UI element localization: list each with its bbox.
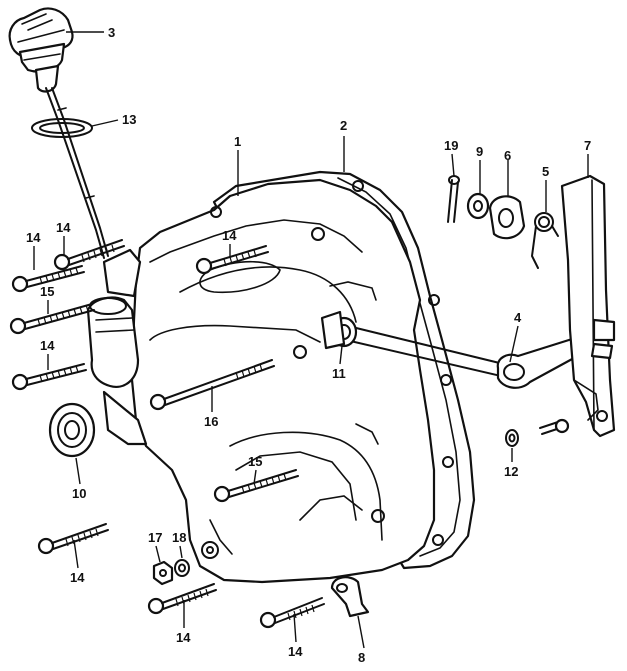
callout-11: 11 xyxy=(332,366,346,381)
callout-14f: 14 xyxy=(176,630,191,645)
cotter-pin xyxy=(447,175,460,223)
callout-2: 2 xyxy=(340,118,347,133)
bracket-bolt xyxy=(539,418,570,435)
cable-bracket xyxy=(560,174,616,438)
nut xyxy=(152,560,174,586)
callout-3: 3 xyxy=(108,25,115,40)
callout-15a: 15 xyxy=(40,284,54,299)
callout-9: 9 xyxy=(476,144,483,159)
callout-1: 1 xyxy=(234,134,241,149)
leader-lines xyxy=(33,31,589,649)
bolt xyxy=(147,583,217,615)
small-washer xyxy=(505,429,519,447)
washer xyxy=(466,192,490,220)
callout-14a: 14 xyxy=(26,230,41,245)
callout-labels: 3 13 1 2 19 9 6 5 7 14 14 14 15 14 4 11 … xyxy=(26,25,591,665)
shaft-seal xyxy=(320,310,358,350)
callout-19: 19 xyxy=(444,138,458,153)
callout-10: 10 xyxy=(72,486,86,501)
callout-14d: 14 xyxy=(40,338,55,353)
callout-14g: 14 xyxy=(288,644,303,659)
callout-7: 7 xyxy=(584,138,591,153)
bolt xyxy=(213,469,299,503)
callout-18: 18 xyxy=(172,530,186,545)
callout-14e: 14 xyxy=(70,570,85,585)
bolt xyxy=(149,359,275,411)
bolt xyxy=(53,239,125,271)
callout-14b: 14 xyxy=(56,220,71,235)
cable-clamp xyxy=(330,576,370,618)
bolt xyxy=(195,245,269,275)
callout-17: 17 xyxy=(148,530,162,545)
oil-filler-cap xyxy=(8,7,109,259)
bolt xyxy=(37,523,109,555)
callout-12: 12 xyxy=(504,464,518,479)
oil-seal xyxy=(48,402,96,458)
bolt xyxy=(11,265,85,293)
callout-5: 5 xyxy=(542,164,549,179)
return-spring xyxy=(531,212,559,269)
bolt xyxy=(11,363,87,391)
nut-washer xyxy=(174,559,190,577)
callout-14c: 14 xyxy=(222,228,237,243)
o-ring xyxy=(31,118,93,138)
callout-4: 4 xyxy=(514,310,522,325)
clutch-cam xyxy=(488,195,526,240)
bolt xyxy=(259,597,325,629)
callout-6: 6 xyxy=(504,148,511,163)
bolt xyxy=(9,303,95,335)
callout-13: 13 xyxy=(122,112,136,127)
bolt-set xyxy=(9,239,325,629)
callout-8: 8 xyxy=(358,650,365,665)
callout-16: 16 xyxy=(204,414,218,429)
crankcase-cover xyxy=(86,178,436,584)
callout-15b: 15 xyxy=(248,454,262,469)
